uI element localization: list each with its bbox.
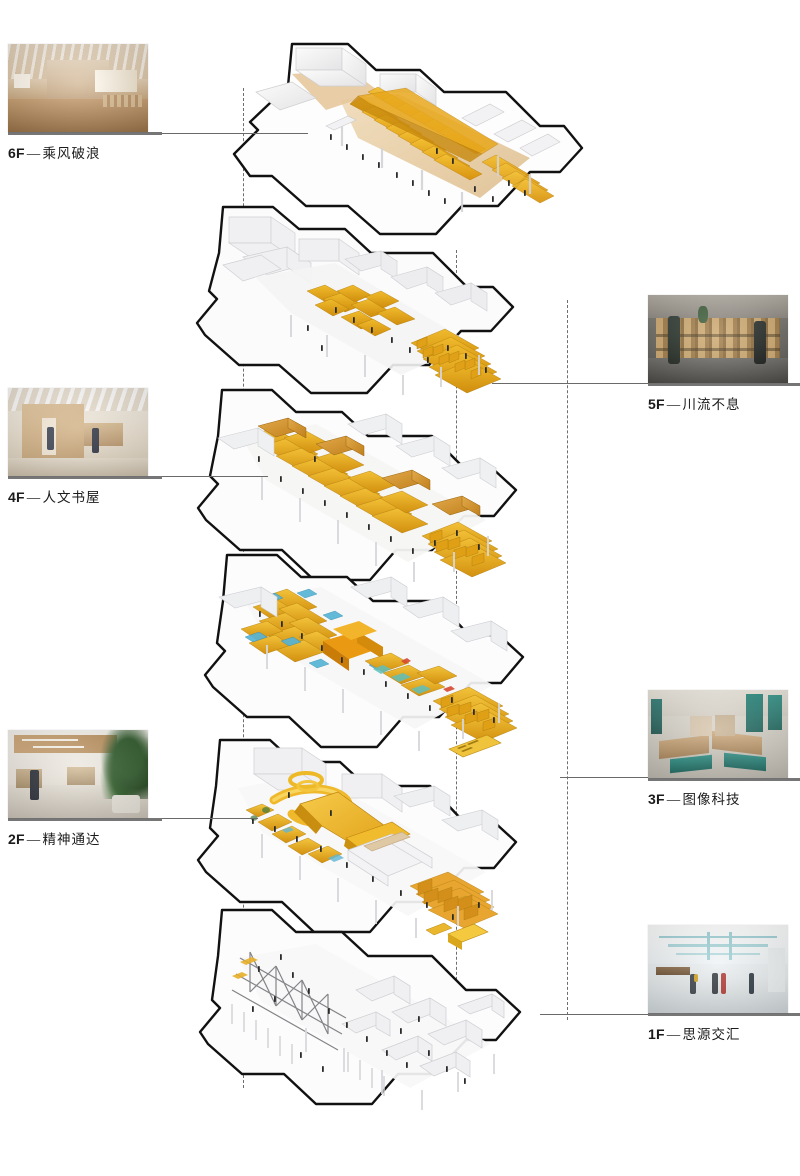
thumb-rule-6f bbox=[8, 132, 162, 135]
caption-2f: 2F—精神通达 bbox=[8, 828, 162, 848]
plate-5f bbox=[195, 195, 570, 430]
thumb-3f[interactable] bbox=[648, 690, 788, 778]
plate-1f bbox=[196, 900, 586, 1150]
floor-code-6f: 6F bbox=[8, 145, 25, 161]
thumb-rule-1f bbox=[648, 1013, 800, 1016]
plate-2f bbox=[196, 730, 576, 985]
caption-dash-2f: — bbox=[26, 832, 41, 847]
floor-name-3f: 图像科技 bbox=[682, 792, 741, 807]
floor-name-2f: 精神通达 bbox=[42, 832, 101, 847]
thumb-5f[interactable] bbox=[648, 295, 788, 383]
thumb-4f[interactable] bbox=[8, 388, 148, 476]
guide-line-right bbox=[567, 300, 568, 1020]
thumb-rule-3f bbox=[648, 778, 800, 781]
caption-5f: 5F—川流不息 bbox=[648, 393, 800, 413]
floor-code-4f: 4F bbox=[8, 489, 25, 505]
floor-code-2f: 2F bbox=[8, 831, 25, 847]
thumb-rule-2f bbox=[8, 818, 162, 821]
leader-line-1f bbox=[540, 1014, 652, 1015]
floor-code-5f: 5F bbox=[648, 396, 665, 412]
floor-name-6f: 乘风破浪 bbox=[42, 146, 101, 161]
plate-4f bbox=[196, 380, 576, 625]
callout-1f: 1F—思源交汇 bbox=[648, 925, 800, 1043]
leader-line-3f bbox=[560, 777, 652, 778]
thumb-1f[interactable] bbox=[648, 925, 788, 1013]
thumb-2f[interactable] bbox=[8, 730, 148, 818]
caption-4f: 4F—人文书屋 bbox=[8, 486, 162, 506]
callout-2f: 2F—精神通达 bbox=[8, 730, 162, 848]
caption-dash-6f: — bbox=[26, 146, 41, 161]
callout-4f: 4F—人文书屋 bbox=[8, 388, 162, 506]
callout-3f: 3F—图像科技 bbox=[648, 690, 800, 808]
caption-1f: 1F—思源交汇 bbox=[648, 1023, 800, 1043]
caption-3f: 3F—图像科技 bbox=[648, 788, 800, 808]
caption-dash-5f: — bbox=[666, 397, 681, 412]
caption-dash-1f: — bbox=[666, 1027, 681, 1042]
caption-dash-3f: — bbox=[666, 792, 681, 807]
floor-name-5f: 川流不息 bbox=[682, 397, 741, 412]
plate-6f bbox=[230, 30, 590, 260]
thumb-6f[interactable] bbox=[8, 44, 148, 132]
plate-3f bbox=[203, 545, 580, 795]
floor-name-1f: 思源交汇 bbox=[682, 1027, 741, 1042]
floor-code-1f: 1F bbox=[648, 1026, 665, 1042]
floor-name-4f: 人文书屋 bbox=[42, 490, 101, 505]
thumb-rule-5f bbox=[648, 383, 800, 386]
callout-5f: 5F—川流不息 bbox=[648, 295, 800, 413]
floor-code-3f: 3F bbox=[648, 791, 665, 807]
caption-dash-4f: — bbox=[26, 490, 41, 505]
callout-6f: 6F—乘风破浪 bbox=[8, 44, 162, 162]
thumb-rule-4f bbox=[8, 476, 162, 479]
caption-6f: 6F—乘风破浪 bbox=[8, 142, 162, 162]
leader-line-5f bbox=[492, 383, 652, 384]
